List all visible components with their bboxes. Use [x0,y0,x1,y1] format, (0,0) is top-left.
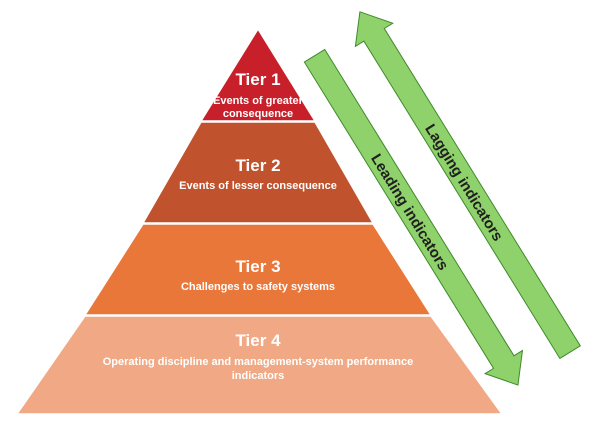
tier-3-title: Tier 3 [235,257,280,276]
tier-1-description-line-2: consequence [223,108,293,120]
tier-4-title: Tier 4 [235,331,281,350]
tier-2-description-line-1: Events of lesser consequence [179,180,337,192]
tier-4-band [15,315,504,415]
pyramid: Tier 1 Events of greater consequence Tie… [15,27,504,415]
tier-3-band [83,223,433,316]
tier-4-description-line-2: indicators [232,370,285,382]
lagging-arrow-shape [354,11,581,360]
tier-3-description-line-1: Challenges to safety systems [181,281,335,293]
tier-4-description-line-1: Operating discipline and management-syst… [103,356,414,368]
leading-arrow-shape [303,48,524,386]
tier-2-band [141,121,375,224]
tier-2-title: Tier 2 [235,156,280,175]
tier-1-description-line-1: Events of greater [213,95,304,107]
tier-1-title: Tier 1 [235,70,280,89]
tier-1-band [199,27,317,122]
